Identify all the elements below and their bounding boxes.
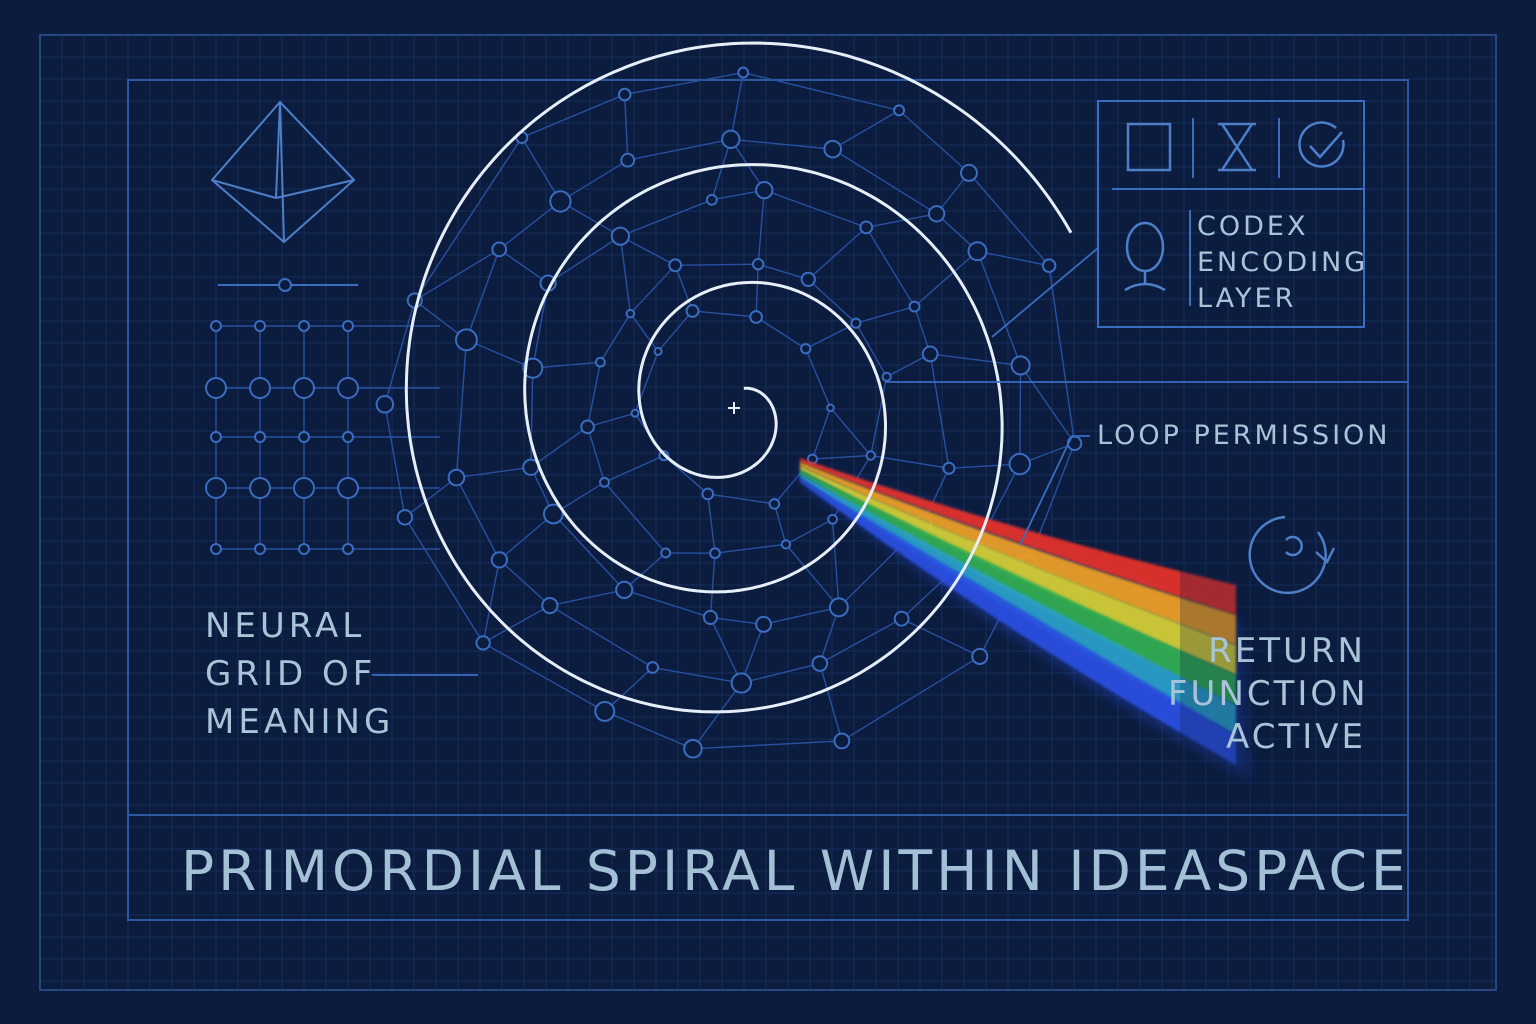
node-grid bbox=[205, 320, 440, 555]
label-line: ACTIVE bbox=[1226, 717, 1366, 757]
hourglass-icon bbox=[1218, 122, 1256, 172]
label-line: NEURAL bbox=[205, 606, 366, 646]
codex-panel bbox=[1097, 100, 1365, 328]
leader-lines bbox=[372, 247, 1408, 676]
octahedron-icon bbox=[210, 100, 356, 244]
circular-arrow-icon bbox=[1248, 515, 1336, 595]
label-codex-encoding: CODEX ENCODING LAYER bbox=[1197, 209, 1368, 317]
label-return-function: RETURN FUNCTION ACTIVE bbox=[1168, 630, 1366, 759]
label-line: FUNCTION bbox=[1168, 674, 1369, 714]
label-line: GRID OF bbox=[205, 654, 377, 694]
square-icon bbox=[1126, 122, 1172, 172]
label-loop-permission: LOOP PERMISSION bbox=[1097, 420, 1391, 451]
diagram-title: PRIMORDIAL SPIRAL WITHIN IDEASPACE bbox=[181, 839, 1410, 903]
label-line: ENCODING bbox=[1197, 247, 1369, 278]
outer-frame bbox=[39, 34, 1497, 991]
label-line: CODEX bbox=[1197, 211, 1309, 242]
label-line: LAYER bbox=[1197, 283, 1297, 314]
center-crosshair-icon bbox=[728, 402, 740, 414]
label-line: MEANING bbox=[205, 702, 395, 742]
slider-icon bbox=[218, 278, 358, 292]
neural-network bbox=[375, 66, 1083, 759]
primordial-spiral bbox=[404, 41, 1073, 714]
person-icon bbox=[1124, 221, 1166, 292]
label-neural-grid: NEURAL GRID OF MEANING bbox=[205, 602, 394, 746]
inner-frame bbox=[127, 79, 1409, 921]
check-circle-icon bbox=[1298, 121, 1345, 168]
spectrum-beam bbox=[800, 458, 1300, 800]
label-line: RETURN bbox=[1208, 631, 1366, 671]
